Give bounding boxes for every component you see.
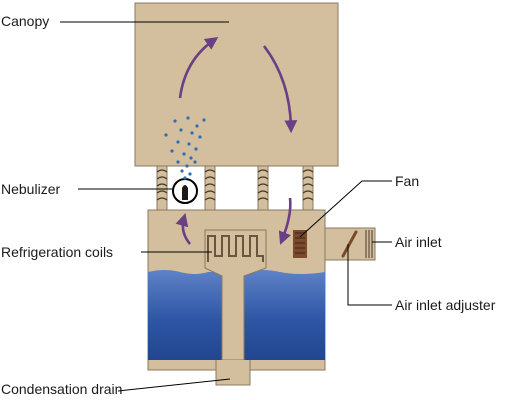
water-reservoir-right [244, 270, 325, 360]
leader-fan [299, 180, 392, 238]
label-air-inlet: Air inlet [395, 234, 442, 250]
bellows-nebulizer-right [204, 165, 216, 211]
label-condensation-drain: Condensation drain [1, 381, 123, 397]
water-reservoir [148, 270, 222, 360]
nebulizer-icon [172, 178, 198, 204]
bellows-nebulizer [156, 165, 168, 211]
air-inlet-adjuster-icon [341, 230, 358, 258]
fan-icon [293, 230, 307, 258]
airflow-arrow-up [178, 37, 219, 99]
air-inlet-grill [365, 230, 373, 258]
leader-air-inlet-adjuster [347, 244, 392, 306]
label-air-inlet-adjuster: Air inlet adjuster [395, 297, 496, 313]
airflow-arrow-up-left [175, 212, 192, 245]
bellows-pleats [156, 169, 314, 201]
mist-dots [164, 116, 206, 180]
leader-condensation-drain [117, 378, 231, 392]
bellows-connectors [156, 165, 314, 211]
bellows-middle [257, 165, 269, 211]
airflow-arrow-down-lower [278, 197, 292, 245]
airflow-arrows [175, 37, 298, 245]
label-refrigeration-coils: Refrigeration coils [1, 244, 114, 260]
airflow-arrow-down-right [262, 45, 298, 134]
leader-lines [60, 21, 392, 392]
refrigeration-coils-icon [204, 229, 267, 386]
bellows-return [302, 165, 314, 211]
canopy-body [134, 2, 339, 167]
label-fan: Fan [395, 173, 420, 189]
label-canopy: Canopy [1, 13, 50, 29]
label-nebulizer: Nebulizer [1, 181, 61, 197]
